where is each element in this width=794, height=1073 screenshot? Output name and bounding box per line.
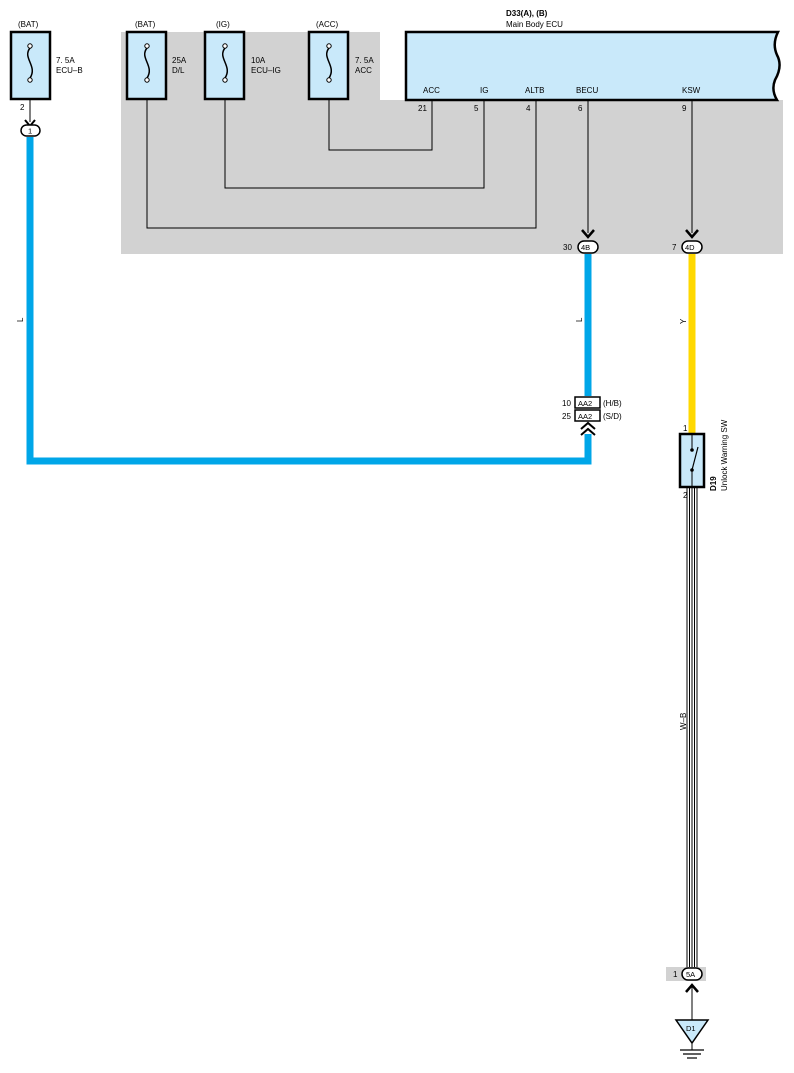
fuse-acc-name: ACC [355,66,372,75]
ecu-terminal-ksw-label: KSW [682,86,701,95]
ground-d1-code: D1 [686,1024,696,1033]
switch-pin-bottom: 2 [683,491,688,500]
fuse-acc [307,30,350,101]
fuse-dl-name: D/L [172,66,185,75]
wire-left-color-label: L [16,317,25,322]
connector-4b-pin: 30 [563,243,572,252]
connector-aa2-chevrons [580,421,596,436]
unlock-warning-switch [678,432,706,489]
switch-code: D19 [709,476,718,491]
fuse-ecu-ig-rating: 10A [251,56,266,65]
connector-aa2-sd-pin: 25 [562,412,571,421]
wire-becu-color-label: L [575,317,584,322]
connector-aa2-hb [574,396,601,409]
fuse-acc-rating: 7. 5A [355,56,374,65]
ecu-box [404,30,781,102]
ecu-pin-acc: 21 [418,104,427,113]
wire-ksw-color-label: Y [679,318,688,324]
switch-name: Unlock Warning SW [720,419,729,491]
ecu-code: D33(A), (B) [506,9,548,18]
ecu-terminal-ig-label: IG [480,86,488,95]
fuse-ecu-ig [203,30,246,101]
connector-aa2-sd-location: (S/D) [603,412,622,421]
fuse-ecu-b-supply: (BAT) [18,20,39,29]
fuse-ecu-b-rating: 7. 5A [56,56,75,65]
fuse-ecu-ig-supply: (IG) [216,20,230,29]
ecu-terminal-becu-label: BECU [576,86,598,95]
fuse-ecu-b-name: ECU–B [56,66,83,75]
ecu-pin-becu: 6 [578,104,583,113]
ecu-pin-ig: 5 [474,104,479,113]
connector-fuse-out-code: 1 [28,127,32,136]
connector-4d-code: 4D [685,243,695,252]
ecu-terminal-acc-label: ACC [423,86,440,95]
junction-block-area [121,32,783,254]
connector-aa2-hb-pin: 10 [562,399,571,408]
connector-5a-code: 5A [686,970,695,979]
ecu-pin-ksw: 9 [682,104,687,113]
connector-fuse-out [20,119,41,137]
wire-ground-color-label: W–B [679,713,688,730]
ecu-terminal-altb-label: ALTB [525,86,544,95]
wire-wb-ground [686,488,698,970]
connector-aa2-hb-code: AA2 [578,399,592,408]
fuse-dl-supply: (BAT) [135,20,156,29]
connector-4d [681,229,703,254]
switch-pin-top: 1 [683,424,688,433]
connector-aa2-sd-code: AA2 [578,412,592,421]
connector-4b [577,229,599,254]
connector-aa2-hb-location: (H/B) [603,399,622,408]
connector-4b-code: 4B [581,243,590,252]
ecu-pin-altb: 4 [526,104,531,113]
connector-4d-pin: 7 [672,243,677,252]
wire-l-left [26,137,592,465]
fuse-dl-rating: 25A [172,56,187,65]
connector-aa2-sd [574,409,601,422]
fuse-acc-supply: (ACC) [316,20,339,29]
fuse-ecu-b [9,30,52,101]
ground-d1 [674,1019,710,1059]
fuse-dl [125,30,168,101]
connector-5a [666,967,706,1020]
fuse-ecu-ig-name: ECU–IG [251,66,281,75]
fuse-ecu-b-pin: 2 [20,103,25,112]
connector-5a-pin: 1 [673,970,678,979]
internal-wiring [29,100,693,233]
ecu-name: Main Body ECU [506,20,563,29]
